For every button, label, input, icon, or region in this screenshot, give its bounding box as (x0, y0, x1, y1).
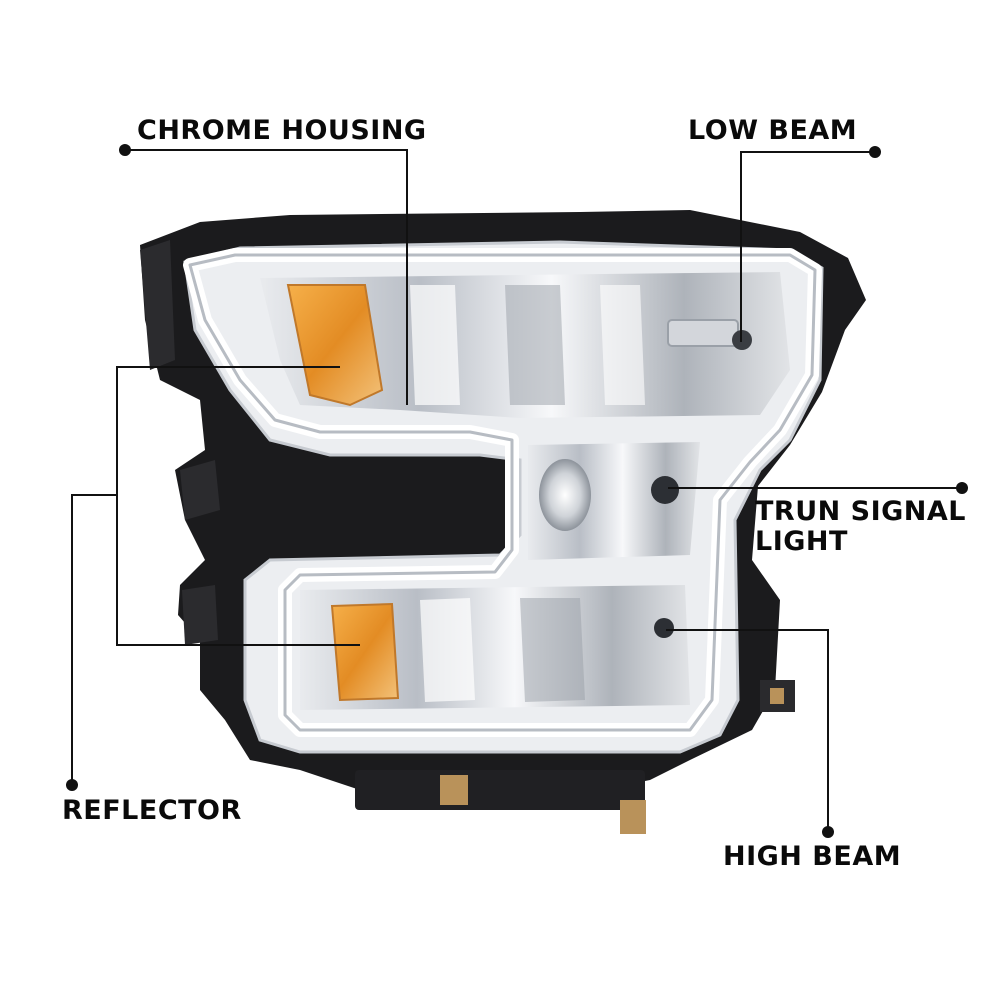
callout-lines (71, 149, 962, 832)
callout-dots (66, 144, 968, 838)
reflector-label: REFLECTOR (62, 795, 242, 826)
high-beam-label: HIGH BEAM (723, 841, 902, 872)
chrome-light-bar (183, 248, 822, 737)
lower-amber-marker (330, 602, 400, 702)
upper-amber-marker (286, 284, 384, 407)
turn-signal-label-line1: TRUN SIGNAL (755, 496, 966, 527)
upper-reflector-chamber (260, 272, 790, 418)
turn-signal-chamber (528, 442, 700, 560)
chrome-housing-label: CHROME HOUSING (137, 115, 427, 146)
turn-signal-label-line2: LIGHT (755, 526, 848, 557)
low-beam-label: LOW BEAM (688, 115, 858, 146)
turn-signal-label: TRUN SIGNAL LIGHT (755, 497, 966, 557)
